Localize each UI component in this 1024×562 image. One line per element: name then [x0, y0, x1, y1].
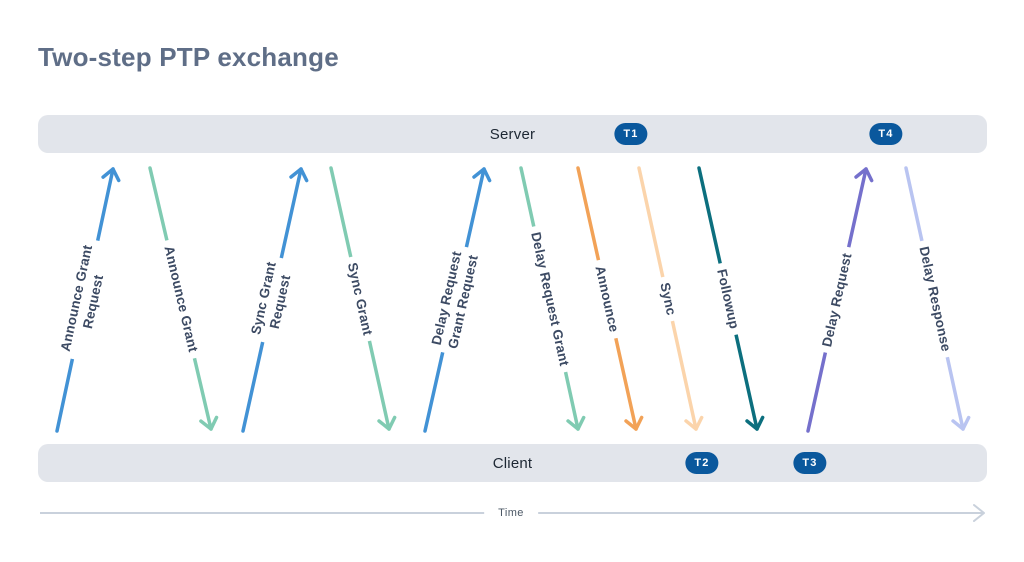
- arrow-label-line: Sync: [656, 280, 679, 317]
- client-lane-label: Client: [492, 454, 533, 472]
- time-axis-label: Time: [484, 506, 538, 520]
- timestamp-badge-t2: T2: [685, 452, 719, 474]
- timestamp-badge-t1: T1: [614, 123, 648, 145]
- server-lane-label: Server: [489, 125, 536, 143]
- client-lane: Client T2 T3: [38, 444, 987, 482]
- server-lane: Server T1 T4: [38, 115, 987, 153]
- timestamp-badge-t3: T3: [793, 452, 827, 474]
- page-title: Two-step PTP exchange: [38, 42, 339, 72]
- timestamp-badge-t4: T4: [869, 123, 903, 145]
